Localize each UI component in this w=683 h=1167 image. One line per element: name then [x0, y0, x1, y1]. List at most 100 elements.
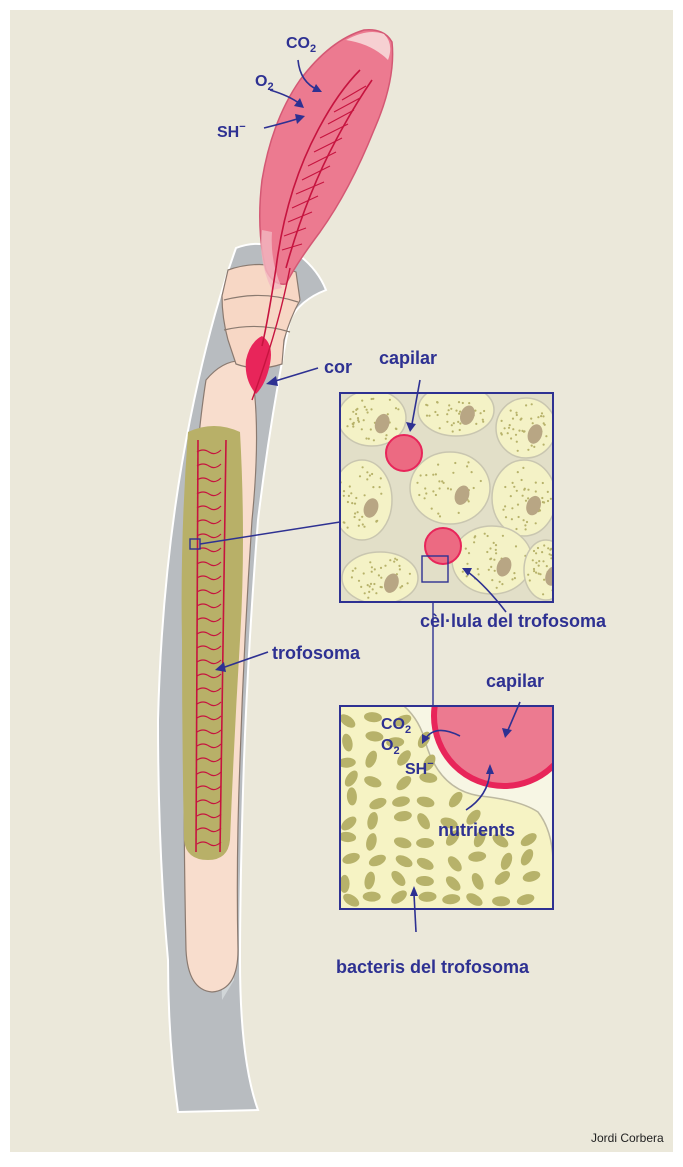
- bacterium-dot: [424, 487, 426, 489]
- bacterium-dot: [354, 512, 356, 514]
- bacterium-dot: [511, 578, 513, 580]
- bacterium-dot: [378, 574, 380, 576]
- bacterium-dot: [517, 471, 519, 473]
- bacterium-dot: [518, 516, 520, 518]
- bacterium-dot: [349, 485, 351, 487]
- bacterium-dot: [346, 425, 348, 427]
- bacterium-dot: [360, 586, 362, 588]
- bacterium-dot: [510, 437, 512, 439]
- bacterium-dot: [375, 520, 377, 522]
- bacterium-dot: [401, 585, 403, 587]
- bacterium-dot: [454, 462, 456, 464]
- bacterium-dot: [535, 522, 537, 524]
- bacterium-dot: [371, 473, 373, 475]
- bacterium-dot: [505, 516, 507, 518]
- bacterium-dot: [535, 572, 537, 574]
- bacterium-dot: [380, 586, 382, 588]
- bacterium-dot: [509, 424, 511, 426]
- bacterium-dot: [484, 533, 486, 535]
- bacterium-dot: [446, 413, 448, 415]
- bacterium-dot: [527, 574, 529, 576]
- bacterium-dot: [418, 494, 420, 496]
- bacterium-dot: [351, 576, 353, 578]
- bacterium-dot: [517, 450, 519, 452]
- bacterium-dot: [361, 400, 363, 402]
- bacterium-dot: [511, 482, 513, 484]
- bacterium-dot: [371, 571, 373, 573]
- bacterium-dot: [455, 410, 457, 412]
- bacterium-dot: [370, 428, 372, 430]
- nutrients-label: nutrients: [438, 820, 515, 840]
- bacterium-dot: [397, 408, 399, 410]
- bacterium-dot: [357, 419, 359, 421]
- bacterium-dot: [374, 568, 376, 570]
- bacterium-dot: [372, 486, 374, 488]
- bacterium-dot: [510, 495, 512, 497]
- trophosome-cell: [492, 460, 556, 536]
- bacterium-dot: [531, 445, 533, 447]
- bacterium-dot: [369, 585, 371, 587]
- bacterium-dot: [504, 486, 506, 488]
- bacterium-dot: [368, 591, 370, 593]
- bacterium-dot: [375, 592, 377, 594]
- bacterium-dot: [542, 593, 544, 595]
- bacterium-dot: [538, 560, 540, 562]
- bacterium-dot: [527, 449, 529, 451]
- bacterium-dot: [523, 519, 525, 521]
- bacterium-dot: [516, 414, 518, 416]
- inset-tissue: [332, 384, 568, 604]
- bacterium-dot: [489, 547, 491, 549]
- bacterium-dot: [535, 490, 537, 492]
- bacterium-dot: [516, 441, 518, 443]
- bacterium-dot: [526, 521, 528, 523]
- bacterium-dot: [495, 549, 497, 551]
- bacterium-dot: [547, 500, 549, 502]
- bacterium-dot: [439, 427, 441, 429]
- bacterium-dot: [522, 467, 524, 469]
- bacterium-dot: [389, 399, 391, 401]
- bacterium-dot: [369, 474, 371, 476]
- bacterium-dot: [380, 577, 382, 579]
- bacterium-dot: [343, 490, 345, 492]
- bacterium-dot: [352, 570, 354, 572]
- bacterium-dot: [428, 415, 430, 417]
- bacterium-dot: [395, 428, 397, 430]
- bacterium-dot: [357, 417, 359, 419]
- bacterium-dot: [524, 524, 526, 526]
- bacterium-dot: [507, 432, 509, 434]
- bacterium-dot: [373, 439, 375, 441]
- bacterium-dot: [389, 559, 391, 561]
- bacterium-dot: [466, 563, 468, 565]
- bacterium-dot: [396, 559, 398, 561]
- bacterium-dot: [504, 505, 506, 507]
- bacterium-dot: [384, 565, 386, 567]
- bacterium-dot: [532, 422, 534, 424]
- bacterium-dot: [540, 415, 542, 417]
- bacterium-dot: [367, 584, 369, 586]
- bacterium-dot: [361, 516, 363, 518]
- bacterium-dot: [459, 429, 461, 431]
- trophosome-cell: [342, 552, 418, 604]
- bacterium-dot: [359, 475, 361, 477]
- bacterium-dot: [537, 416, 539, 418]
- bacterium-dot: [367, 597, 369, 599]
- trofosoma-label: trofosoma: [272, 643, 361, 663]
- bacterium-dot: [490, 566, 492, 568]
- bacterium-dot: [532, 559, 534, 561]
- bacterium-dot: [473, 487, 475, 489]
- bacterium-dot: [398, 565, 400, 567]
- bacterium-dot: [480, 480, 482, 482]
- capilar-lower-label: capilar: [486, 671, 544, 691]
- bacteris-label: bacteris del trofosoma: [336, 957, 530, 977]
- bacterium-dot: [355, 497, 357, 499]
- bacterium-dot: [547, 547, 549, 549]
- bacterium-dot: [352, 426, 354, 428]
- bacterium-dot: [355, 413, 357, 415]
- bacterium-dot: [475, 423, 477, 425]
- bacterium-dot: [361, 428, 363, 430]
- bacterium-dot: [458, 401, 460, 403]
- bacterium-dot: [373, 583, 375, 585]
- bacterium-dot: [409, 573, 411, 575]
- bacterium-dot: [491, 579, 493, 581]
- bacterium-dot: [504, 427, 506, 429]
